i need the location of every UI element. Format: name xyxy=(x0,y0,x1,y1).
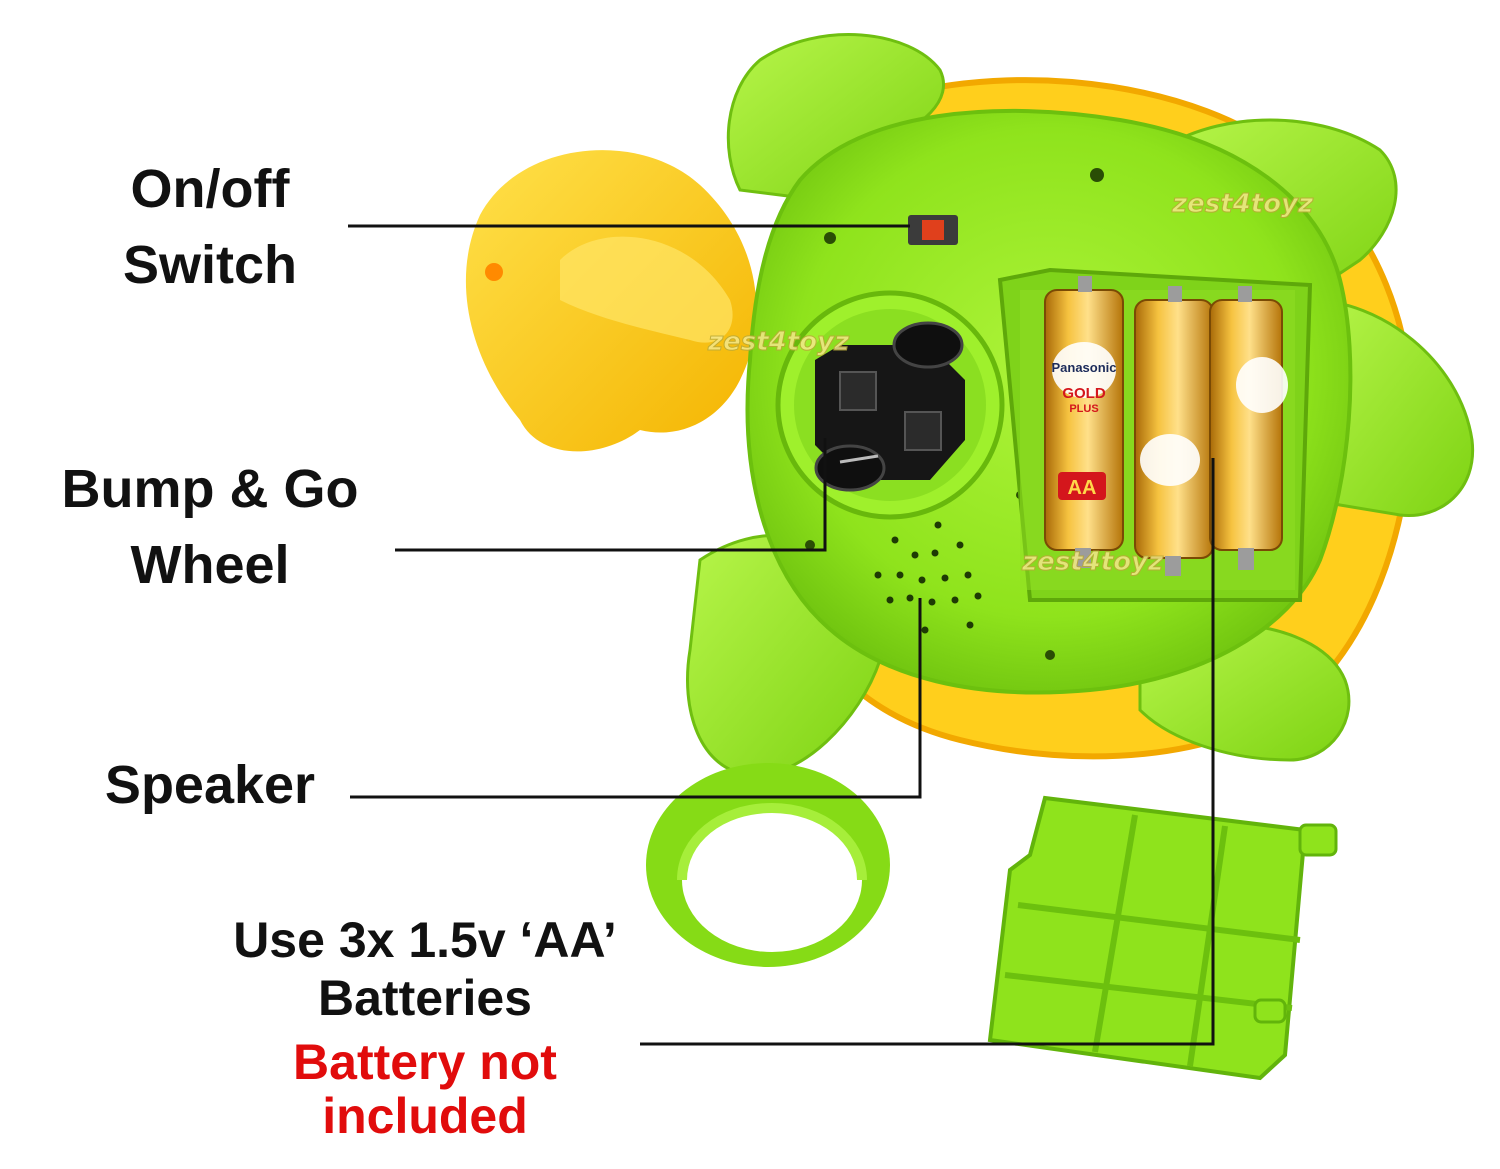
not-included-line2: included xyxy=(322,1088,528,1144)
onoff-switch-label: On/off Switch xyxy=(40,162,380,292)
batteries-label-line1: Use 3x 1.5v ‘AA’ xyxy=(233,912,617,968)
watermark-top: zest4toyz xyxy=(1171,189,1314,219)
battery-grade-line1: GOLD xyxy=(1062,385,1105,402)
battery-size: AA xyxy=(1068,477,1097,499)
battery-brand: Panasonic xyxy=(1051,360,1116,375)
battery-cover-lid xyxy=(987,795,1338,1081)
battery-icon: Panasonic GOLD PLUS AA xyxy=(1044,276,1288,576)
onoff-label-line1: On/off xyxy=(130,159,290,219)
toggle-switch-icon[interactable] xyxy=(908,215,958,245)
wheel-icon[interactable] xyxy=(775,290,1005,520)
bump-label-line2: Wheel xyxy=(130,535,290,595)
wheel-cover-ring xyxy=(646,763,890,967)
not-included-line1: Battery not xyxy=(293,1034,557,1090)
bump-label-line1: Bump & Go xyxy=(61,459,359,519)
batteries-label-line2: Batteries xyxy=(318,970,532,1026)
speaker-grille-icon xyxy=(874,521,982,634)
turtle-head xyxy=(465,150,757,452)
watermark-bottom: zest4toyz xyxy=(1021,547,1164,577)
battery-grade-line2: PLUS xyxy=(1069,403,1098,415)
batteries-label: Use 3x 1.5v ‘AA’ Batteries xyxy=(175,915,675,1023)
callout-lines xyxy=(348,224,1215,1046)
speaker-label: Speaker xyxy=(104,755,316,815)
callout-line-batteries xyxy=(640,458,1215,1046)
onoff-label-line2: Switch xyxy=(122,235,298,295)
watermark-middle: zest4toyz xyxy=(707,327,850,357)
battery-not-included-label: Battery not included xyxy=(195,1037,655,1141)
bump-go-wheel-label: Bump & Go Wheel xyxy=(30,462,390,592)
callout-line-speaker xyxy=(350,598,922,799)
callout-line-wheel xyxy=(395,438,827,552)
